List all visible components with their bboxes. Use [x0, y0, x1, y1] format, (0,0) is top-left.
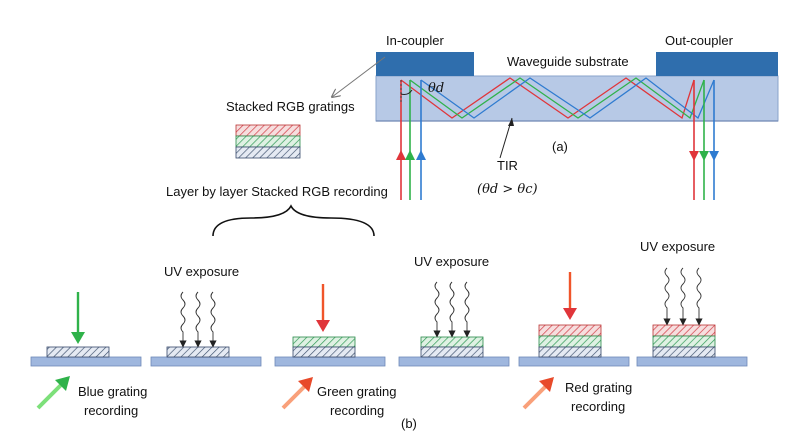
out-coupler [656, 52, 778, 76]
green-arrow-icon [405, 150, 415, 160]
step3-blue-layer [292, 346, 356, 358]
base-plate-2 [150, 356, 262, 367]
green-recording-line2: recording [330, 403, 384, 418]
curly-brace [212, 204, 375, 237]
in-coupler-label: In-coupler [386, 33, 444, 48]
tir-label: TIR [497, 158, 518, 173]
label-b: (b) [401, 416, 417, 431]
base-plate-6 [636, 356, 748, 367]
blue-arrow-icon [416, 150, 426, 160]
green-tir-ray [409, 77, 705, 120]
step2-blue-layer [166, 346, 230, 358]
step5-red-layer [538, 324, 602, 337]
green-arrow-icon [71, 332, 85, 344]
step6-blue-layer [652, 346, 716, 358]
stacked-gratings-label: Stacked RGB gratings [226, 99, 355, 114]
theta-arc [400, 89, 413, 95]
uv-exposure-icon [433, 281, 471, 338]
base-plate-1 [30, 356, 142, 367]
tir-pointer-head [508, 118, 514, 126]
out-coupler-label: Out-coupler [665, 33, 734, 48]
waveguide-substrate [375, 75, 779, 122]
green-out-arrow-icon [699, 151, 709, 161]
layer-recording-label: Layer by layer Stacked RGB recording [166, 184, 388, 199]
uv-label-3: UV exposure [640, 239, 715, 254]
red-recording-line2: recording [571, 399, 625, 414]
red-recording-arrow-icon [298, 377, 313, 392]
step5-blue-layer [538, 346, 602, 358]
step1-blue-layer [46, 346, 110, 358]
step6-red-layer [652, 324, 716, 337]
tir-condition: (θd > θc) [477, 182, 538, 197]
step5-green-layer [538, 335, 602, 348]
blue-tir-ray [420, 77, 715, 120]
substrate-label: Waveguide substrate [507, 54, 629, 69]
red-out-arrow-icon [689, 151, 699, 161]
step3-green-layer [292, 336, 356, 348]
red-arrow-icon [396, 150, 406, 160]
stack-red-layer [235, 124, 301, 137]
uv-label-1: UV exposure [164, 264, 239, 279]
label-a: (a) [552, 139, 568, 154]
coupler-pointer-line [332, 56, 386, 97]
step5-recording-beam [522, 382, 550, 410]
step1-recording-beam [36, 380, 66, 410]
step4-green-layer [420, 336, 484, 348]
in-coupler [376, 52, 474, 76]
stack-blue-layer [235, 146, 301, 159]
blue-recording-line1: Blue grating [78, 384, 147, 399]
uv-label-2: UV exposure [414, 254, 489, 269]
uv-exposure-icon [179, 291, 217, 348]
blue-recording-line2: recording [84, 403, 138, 418]
red-arrow-icon [563, 308, 577, 320]
stack-green-layer [235, 135, 301, 148]
green-recording-line1: Green grating [317, 384, 397, 399]
green-recording-arrow-icon [55, 376, 70, 391]
step6-green-layer [652, 335, 716, 348]
blue-out-arrow-icon [709, 151, 719, 161]
theta-d-label: θd [428, 81, 444, 96]
uv-exposure-icon [663, 267, 703, 326]
red-arrow-icon [316, 320, 330, 332]
step3-recording-beam [281, 382, 309, 410]
base-plate-3 [274, 356, 386, 367]
step4-blue-layer [420, 346, 484, 358]
base-plate-5 [518, 356, 630, 367]
red-tir-ray [400, 77, 695, 120]
red-recording-arrow-icon [539, 377, 554, 392]
base-plate-4 [398, 356, 510, 367]
red-recording-line1: Red grating [565, 380, 632, 395]
